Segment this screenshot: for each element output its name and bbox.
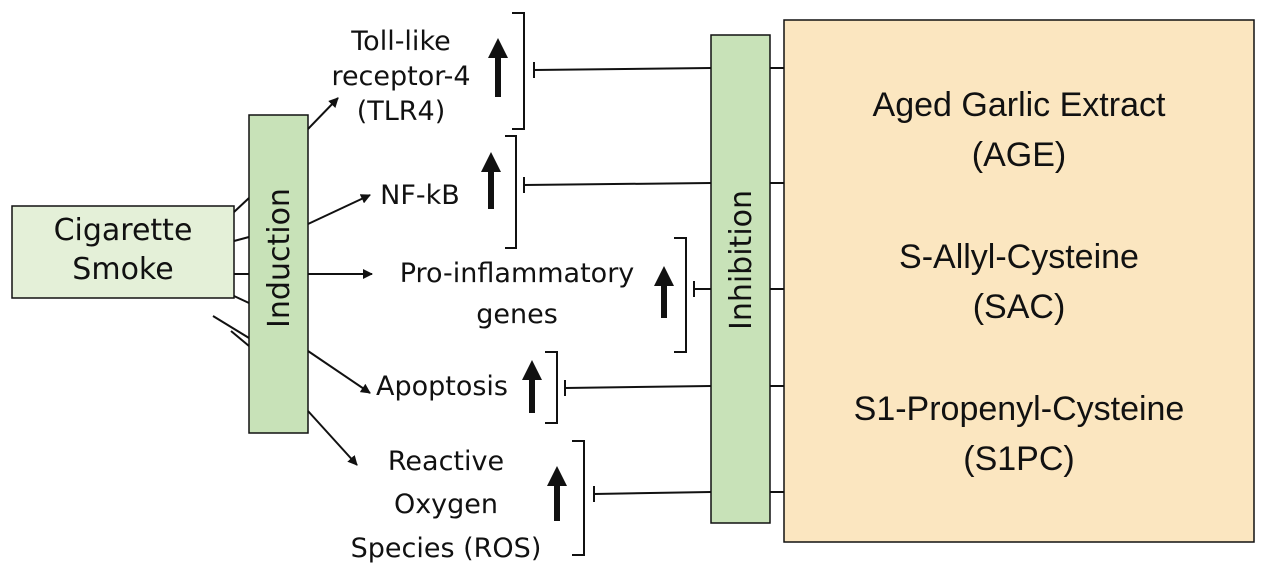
target-nfkb-label: NF-kB: [380, 180, 460, 211]
up-arrow-icon: [547, 466, 567, 521]
bracket-nfkb: [505, 135, 517, 249]
compound-connectors: [770, 67, 784, 493]
arrow-to-apoptosis: [307, 350, 371, 394]
up-arrow-icon: [481, 152, 501, 209]
compound-s1pc-name: S1-Propenyl-Cysteine: [854, 390, 1185, 428]
arrow-to-nfkb: [307, 194, 371, 225]
inhibition-label: Inhibition: [724, 190, 759, 330]
bracket-ros: [572, 440, 585, 556]
compound-s1pc-abbr: (S1PC): [963, 440, 1074, 478]
target-ros-line2: Oxygen: [394, 489, 498, 520]
compound-box: [783, 19, 1255, 543]
target-tlr4-line2: receptor-4: [331, 61, 470, 92]
inhibition-lines: [523, 62, 712, 502]
compound-sac-abbr: (SAC): [973, 288, 1066, 326]
compound-age-name: Aged Garlic Extract: [873, 86, 1166, 124]
target-ros-line3: Species (ROS): [351, 533, 542, 564]
compound-sac-name: S-Allyl-Cysteine: [899, 238, 1139, 276]
target-tlr4-line1: Toll-like: [350, 26, 450, 57]
bracket-proinflammatory: [674, 237, 687, 353]
smoke-connectors: [212, 197, 250, 347]
target-apoptosis: Apoptosis: [376, 351, 558, 424]
induction-arrows: [307, 97, 373, 466]
target-ros-line1: Reactive: [388, 446, 504, 477]
bracket-tlr4: [512, 12, 525, 130]
up-arrow-icon: [488, 38, 508, 97]
up-arrow-icon: [522, 360, 542, 413]
target-tlr4-line3: (TLR4): [357, 96, 446, 127]
inhibition-bar: [710, 34, 771, 524]
compound-age-abbr: (AGE): [972, 136, 1066, 174]
cigarette-smoke-box: [11, 205, 235, 299]
arrow-to-tlr4: [307, 97, 339, 130]
induction-label: Induction: [262, 188, 297, 328]
bracket-apoptosis: [545, 351, 558, 424]
target-proinflammatory: Pro-inflammatory genes: [400, 237, 687, 353]
target-apoptosis-label: Apoptosis: [376, 371, 508, 402]
cigarette-smoke-label-line1: Cigarette: [54, 213, 193, 248]
target-tlr4: Toll-like receptor-4 (TLR4): [331, 12, 525, 130]
target-proinflammatory-line1: Pro-inflammatory: [400, 258, 635, 289]
target-ros: Reactive Oxygen Species (ROS): [351, 440, 585, 564]
up-arrow-icon: [654, 266, 674, 318]
target-nfkb: NF-kB: [380, 135, 517, 249]
arrow-to-ros: [307, 410, 358, 466]
cigarette-smoke-label-line2: Smoke: [72, 252, 173, 287]
target-proinflammatory-line2: genes: [476, 299, 558, 330]
